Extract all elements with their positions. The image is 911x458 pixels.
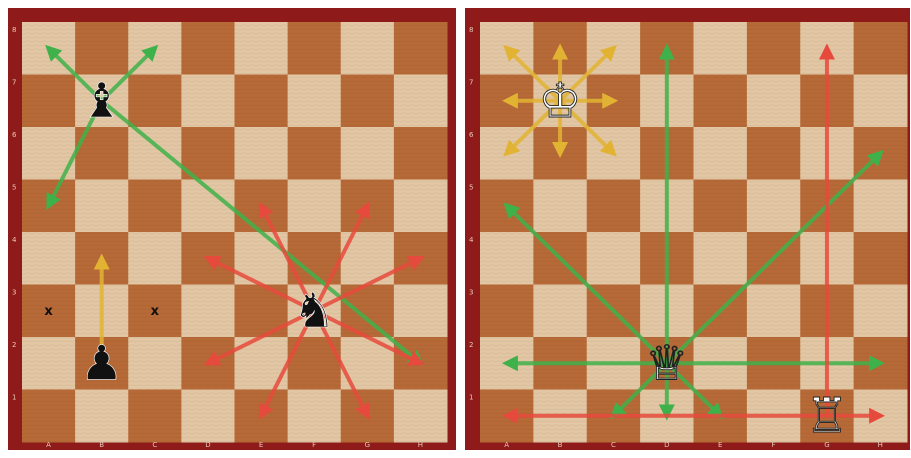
white-queen-piece: ♕ (645, 335, 688, 391)
blocked-square-mark: x (44, 304, 53, 319)
rank-label: 4 (12, 236, 17, 244)
file-label: B (558, 441, 563, 449)
rank-label: 7 (12, 79, 16, 87)
rank-label: 5 (12, 184, 16, 192)
rank-label: 6 (12, 131, 17, 139)
rank-label: 1 (469, 394, 473, 402)
left-board: A B C D E F G H 1 2 3 4 5 6 7 8 x x ♝ ♞ ♟ (8, 8, 456, 450)
rank-label: 2 (12, 341, 16, 349)
rank-label: 1 (12, 394, 16, 402)
file-label: G (365, 441, 370, 449)
file-label: D (205, 441, 210, 449)
black-knight-piece: ♞ (293, 283, 336, 339)
rank-label: 7 (469, 79, 473, 87)
rank-label: 3 (12, 289, 16, 297)
file-label: B (99, 441, 104, 449)
file-label: D (664, 441, 669, 449)
file-label: A (46, 441, 51, 449)
file-label: H (878, 441, 883, 449)
rank-label: 6 (469, 131, 474, 139)
rank-label: 3 (469, 289, 473, 297)
white-king-piece: ♔ (539, 73, 582, 129)
file-label: E (718, 441, 722, 449)
file-label: A (504, 441, 509, 449)
file-label: E (259, 441, 263, 449)
file-label: C (152, 441, 157, 449)
blocked-square-mark: x (151, 304, 160, 319)
rank-label: 8 (469, 26, 473, 34)
black-pawn-piece: ♟ (80, 335, 123, 391)
file-label: F (772, 441, 776, 449)
file-label: F (312, 441, 316, 449)
rank-label: 2 (469, 341, 473, 349)
file-label: H (418, 441, 423, 449)
white-rook-piece: ♖ (805, 388, 848, 444)
rank-label: 8 (12, 26, 16, 34)
rank-label: 5 (469, 184, 473, 192)
file-label: C (611, 441, 616, 449)
rank-label: 4 (469, 236, 474, 244)
black-bishop-piece: ♝ (80, 73, 123, 129)
